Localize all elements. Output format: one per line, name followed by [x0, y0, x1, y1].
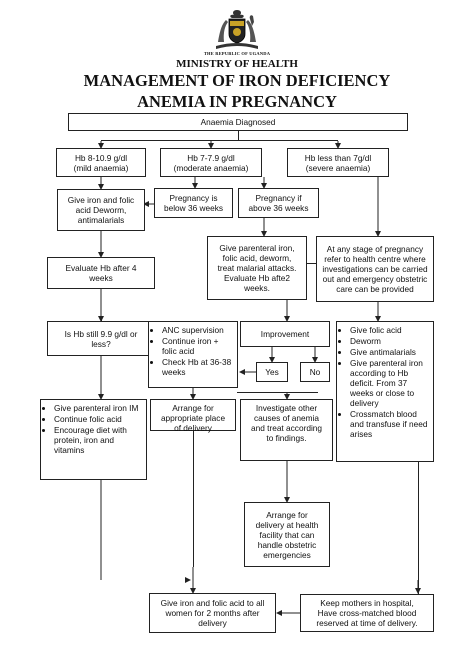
below36-line-1: Pregnancy is [169, 193, 218, 203]
anaemia-diagnosed-text: Anaemia Diagnosed [200, 117, 276, 127]
connector-line [418, 462, 419, 594]
moderate-line-2: (moderate anaemia) [173, 162, 249, 173]
anc-supervision-box: ANC supervision Continue iron + folic ac… [148, 321, 238, 388]
page-title: MANAGEMENT OF IRON DEFICIENCY ANEMIA IN … [0, 70, 474, 112]
severe-step-item: Deworm [350, 336, 431, 346]
improvement-box: Improvement [240, 321, 330, 347]
title-line-1: MANAGEMENT OF IRON DEFICIENCY [83, 71, 391, 90]
anc-item: Continue iron + folic acid [162, 336, 235, 356]
refer-line-4: out and emergency obstetric [322, 274, 428, 284]
anc-list: ANC supervision Continue iron + folic ac… [151, 325, 235, 378]
anc-item: ANC supervision [162, 325, 235, 335]
connector-line [238, 131, 239, 141]
mild-line-1: Hb 8-10.9 g/dl [74, 152, 128, 163]
severe-anaemia-box: Hb less than 7g/dl (severe anaemia) [287, 148, 389, 177]
still-low-line-2: less? [91, 338, 111, 349]
keep-line-1: Keep mothers in hospital, [320, 598, 414, 608]
above-36-weeks-box: Pregnancy if above 36 weeks [238, 188, 319, 218]
facility-line-4: handle obstetric [257, 539, 317, 550]
mild-treatment-box: Give iron and folic acid Deworm, antimal… [57, 189, 145, 231]
give-iron-line-3: delivery [198, 618, 227, 628]
parenteral-im-item: Give parenteral iron IM [54, 403, 144, 413]
ministry-label: MINISTRY OF HEALTH [176, 58, 298, 70]
still-low-line-1: Is Hb still 9.9 g/dl or [64, 328, 138, 339]
investigate-line-2: causes of anemia [253, 413, 320, 423]
coat-of-arms-emblem [212, 6, 262, 52]
title-line-2: ANEMIA IN PREGNANCY [137, 92, 337, 111]
mild-treatment-line-1: Give iron and folic [67, 195, 135, 205]
above36-line-2: above 36 weeks [248, 203, 309, 213]
parenteral-line-3: treat malarial attacks. [217, 263, 297, 273]
parenteral-line-4: Evaluate Hb afte2 [224, 273, 290, 283]
parenteral-im-list: Give parenteral iron IM Continue folic a… [43, 403, 144, 456]
parenteral-line-2: folic acid, deworm, [222, 253, 292, 263]
give-iron-line-1: Give iron and folic acid to all [160, 598, 265, 608]
refer-health-centre-box: At any stage of pregnancy refer to healt… [316, 236, 434, 302]
severe-step-item: Give antimalarials [350, 347, 431, 357]
investigate-line-3: and treat according [250, 423, 323, 433]
no-box: No [300, 362, 330, 382]
anc-item: Check Hb at 36-38 weeks [162, 357, 235, 377]
arrange-place-line-1: Arrange for [172, 403, 214, 413]
facility-line-2: delivery at health [255, 519, 319, 530]
evaluate-line-2: weeks [89, 273, 113, 283]
severe-line-2: (severe anaemia) [305, 162, 371, 173]
yes-box: Yes [256, 362, 288, 382]
parenteral-im-box: Give parenteral iron IM Continue folic a… [40, 399, 147, 480]
connector-line [193, 431, 194, 567]
no-text: No [309, 367, 321, 377]
parenteral-im-item: Encourage diet with protein, iron and vi… [54, 425, 144, 455]
facility-line-1: Arrange for [266, 509, 308, 520]
evaluate-line-1: Evaluate Hb after 4 [65, 263, 137, 273]
moderate-anaemia-box: Hb 7-7.9 g/dl (moderate anaemia) [160, 148, 262, 177]
facility-line-3: facility that can [259, 529, 315, 540]
keep-line-2: Have cross-matched blood [317, 608, 417, 618]
arrange-place-box: Arrange for appropriate place of deliver… [150, 399, 236, 433]
improvement-text: Improvement [260, 329, 310, 339]
above36-line-1: Pregnancy if [255, 193, 302, 203]
keep-in-hospital-box: Keep mothers in hospital, Have cross-mat… [300, 594, 434, 632]
severe-step-item: Give parenteral iron according to Hb def… [350, 358, 431, 408]
mild-treatment-line-3: antimalarials [77, 215, 125, 225]
give-iron-after-delivery-box: Give iron and folic acid to all women fo… [149, 593, 276, 633]
keep-line-3: reserved at time of delivery. [316, 618, 418, 628]
anaemia-diagnosed-box: Anaemia Diagnosed [68, 113, 408, 131]
parenteral-im-item: Continue folic acid [54, 414, 144, 424]
parenteral-line-5: weeks. [244, 283, 270, 293]
parenteral-iron-box: Give parenteral iron, folic acid, deworm… [207, 236, 307, 300]
investigate-line-4: to findings. [266, 433, 307, 443]
severe-steps-list: Give folic acid Deworm Give antimalarial… [339, 325, 431, 440]
arrange-place-line-3: of delivery [174, 423, 212, 433]
connector-line [237, 392, 318, 393]
severe-step-item: Crossmatch blood and transfuse if need a… [350, 409, 431, 439]
mild-line-2: (mild anaemia) [73, 162, 129, 173]
below36-line-2: below 36 weeks [163, 203, 224, 213]
evaluate-hb-box: Evaluate Hb after 4 weeks [47, 257, 155, 289]
arrange-facility-box: Arrange for delivery at health facility … [244, 502, 330, 567]
refer-line-5: care can be provided [336, 284, 414, 294]
moderate-line-1: Hb 7-7.9 g/dl [187, 152, 235, 163]
yes-text: Yes [265, 367, 279, 377]
facility-line-5: emergencies [263, 549, 311, 560]
refer-line-2: refer to health centre where [324, 254, 426, 264]
refer-line-1: At any stage of pregnancy [326, 244, 424, 254]
mild-treatment-line-2: acid Deworm, [75, 205, 127, 215]
severe-steps-box: Give folic acid Deworm Give antimalarial… [336, 321, 434, 462]
investigate-line-1: Investigate other [255, 403, 318, 413]
arrow-parenteral-im-to-give-iron [185, 577, 191, 583]
arrange-place-line-2: appropriate place [160, 413, 226, 423]
below-36-weeks-box: Pregnancy is below 36 weeks [154, 188, 233, 218]
parenteral-line-1: Give parenteral iron, [219, 243, 295, 253]
severe-step-item: Give folic acid [350, 325, 431, 335]
mild-anaemia-box: Hb 8-10.9 g/dl (mild anaemia) [56, 148, 146, 177]
investigate-causes-box: Investigate other causes of anemia and t… [240, 399, 333, 461]
severe-line-1: Hb less than 7g/dl [304, 152, 372, 163]
refer-line-3: investigations can be carried [322, 264, 428, 274]
republic-label: THE REPUBLIC OF UGANDA [203, 51, 271, 56]
connector-line [101, 140, 338, 141]
give-iron-line-2: women for 2 months after [165, 608, 260, 618]
